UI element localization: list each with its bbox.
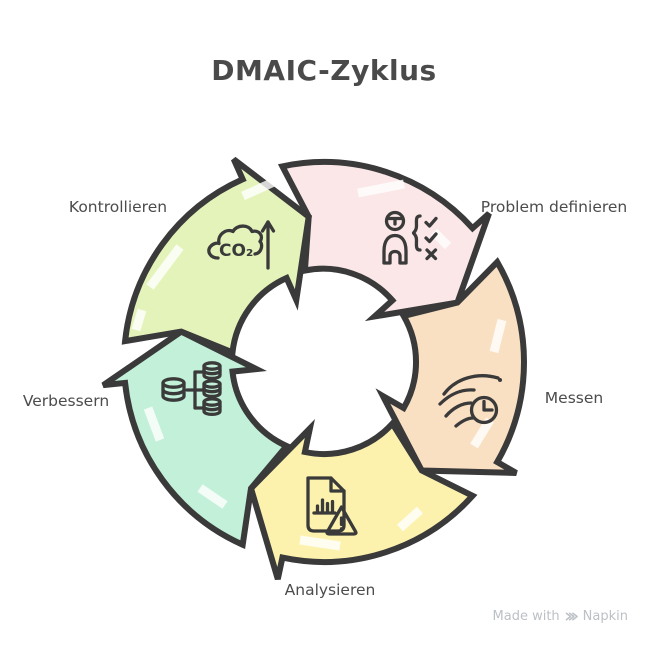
- brand-text: Napkin: [582, 609, 628, 624]
- segment-control-arrow: [121, 156, 312, 357]
- napkin-logo-icon: [565, 612, 578, 621]
- co2-reduction-icon: CO₂: [207, 220, 276, 270]
- report-warning-icon: [306, 476, 358, 536]
- co2-label: CO₂: [219, 241, 253, 261]
- segment-improve-arrow: [101, 328, 292, 550]
- label-verbessern: Verbessern: [22, 392, 110, 410]
- page-title: DMAIC-Zyklus: [211, 54, 437, 87]
- database-split-icon: [161, 361, 222, 417]
- wind-gauge-icon: [438, 374, 502, 428]
- label-problem-definieren: Problem definieren: [480, 198, 628, 216]
- sketch-highlights: [131, 176, 507, 551]
- label-analysieren: Analysieren: [284, 581, 376, 599]
- person-checklist-icon: [382, 210, 438, 265]
- label-messen: Messen: [544, 389, 604, 407]
- made-with-text: Made with: [492, 609, 560, 624]
- made-with-napkin-link[interactable]: Made with Napkin: [493, 609, 628, 624]
- label-kontrollieren: Kontrollieren: [68, 198, 168, 216]
